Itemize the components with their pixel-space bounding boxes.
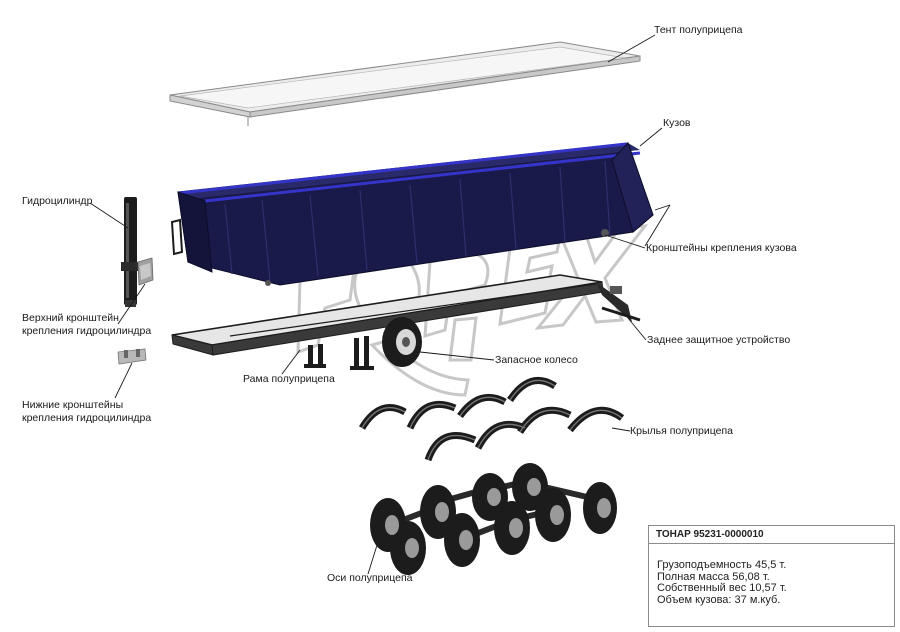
spec-box: ТОНАР 95231-0000010 Грузоподъемность 45,… bbox=[648, 525, 895, 627]
lower-brackets-part bbox=[117, 348, 147, 365]
fenders-part bbox=[358, 376, 625, 462]
spec-line: Собственный вес 10,57 т. bbox=[657, 582, 787, 594]
upper-bracket-label-line1: Верхний кронштейн bbox=[22, 312, 119, 324]
spec-line: Полная масса 56,08 т. bbox=[657, 570, 770, 583]
frame-label: Рама полуприцепа bbox=[243, 373, 335, 385]
fenders-label: Крылья полуприцепа bbox=[630, 425, 734, 437]
upper-bracket-label-line2: крепления гидроцилиндра bbox=[22, 324, 152, 337]
upper-bracket-label: Верхний кронштейн крепления гидроцилиндр… bbox=[22, 312, 151, 337]
tent-part bbox=[169, 41, 641, 126]
lower-brackets-label-line1: Нижние кронштейны bbox=[22, 399, 124, 411]
lower-brackets-label-line2: крепления гидроцилиндра bbox=[22, 411, 152, 424]
body-part bbox=[170, 142, 654, 286]
leader-lines bbox=[89, 34, 671, 575]
spare-wheel-part bbox=[382, 317, 422, 367]
upper-bracket-part bbox=[137, 257, 154, 286]
body-label: Кузов bbox=[663, 117, 691, 129]
spec-header: ТОНАР 95231-0000010 bbox=[649, 526, 894, 544]
cylinder-label: Гидроцилиндр bbox=[22, 195, 93, 207]
spec-line: Грузоподъемность 45,5 т. bbox=[657, 559, 787, 571]
spare-wheel-label: Запасное колесо bbox=[495, 354, 578, 366]
axles-part bbox=[370, 463, 617, 575]
rear-guard-label: Заднее защитное устройство bbox=[647, 334, 791, 346]
body-brackets-label: Кронштейны крепления кузова bbox=[646, 242, 797, 254]
tent-label: Тент полуприцепа bbox=[654, 24, 743, 36]
lower-brackets-label: Нижние кронштейны крепления гидроцилиндр… bbox=[22, 399, 151, 424]
spec-line: Объем кузова: 37 м.куб. bbox=[657, 593, 781, 606]
axles-label: Оси полуприцепа bbox=[327, 572, 413, 584]
hydraulic-cylinder-part bbox=[121, 197, 140, 307]
spec-lines: Грузоподъемность 45,5 т. Полная масса 56… bbox=[649, 544, 894, 606]
